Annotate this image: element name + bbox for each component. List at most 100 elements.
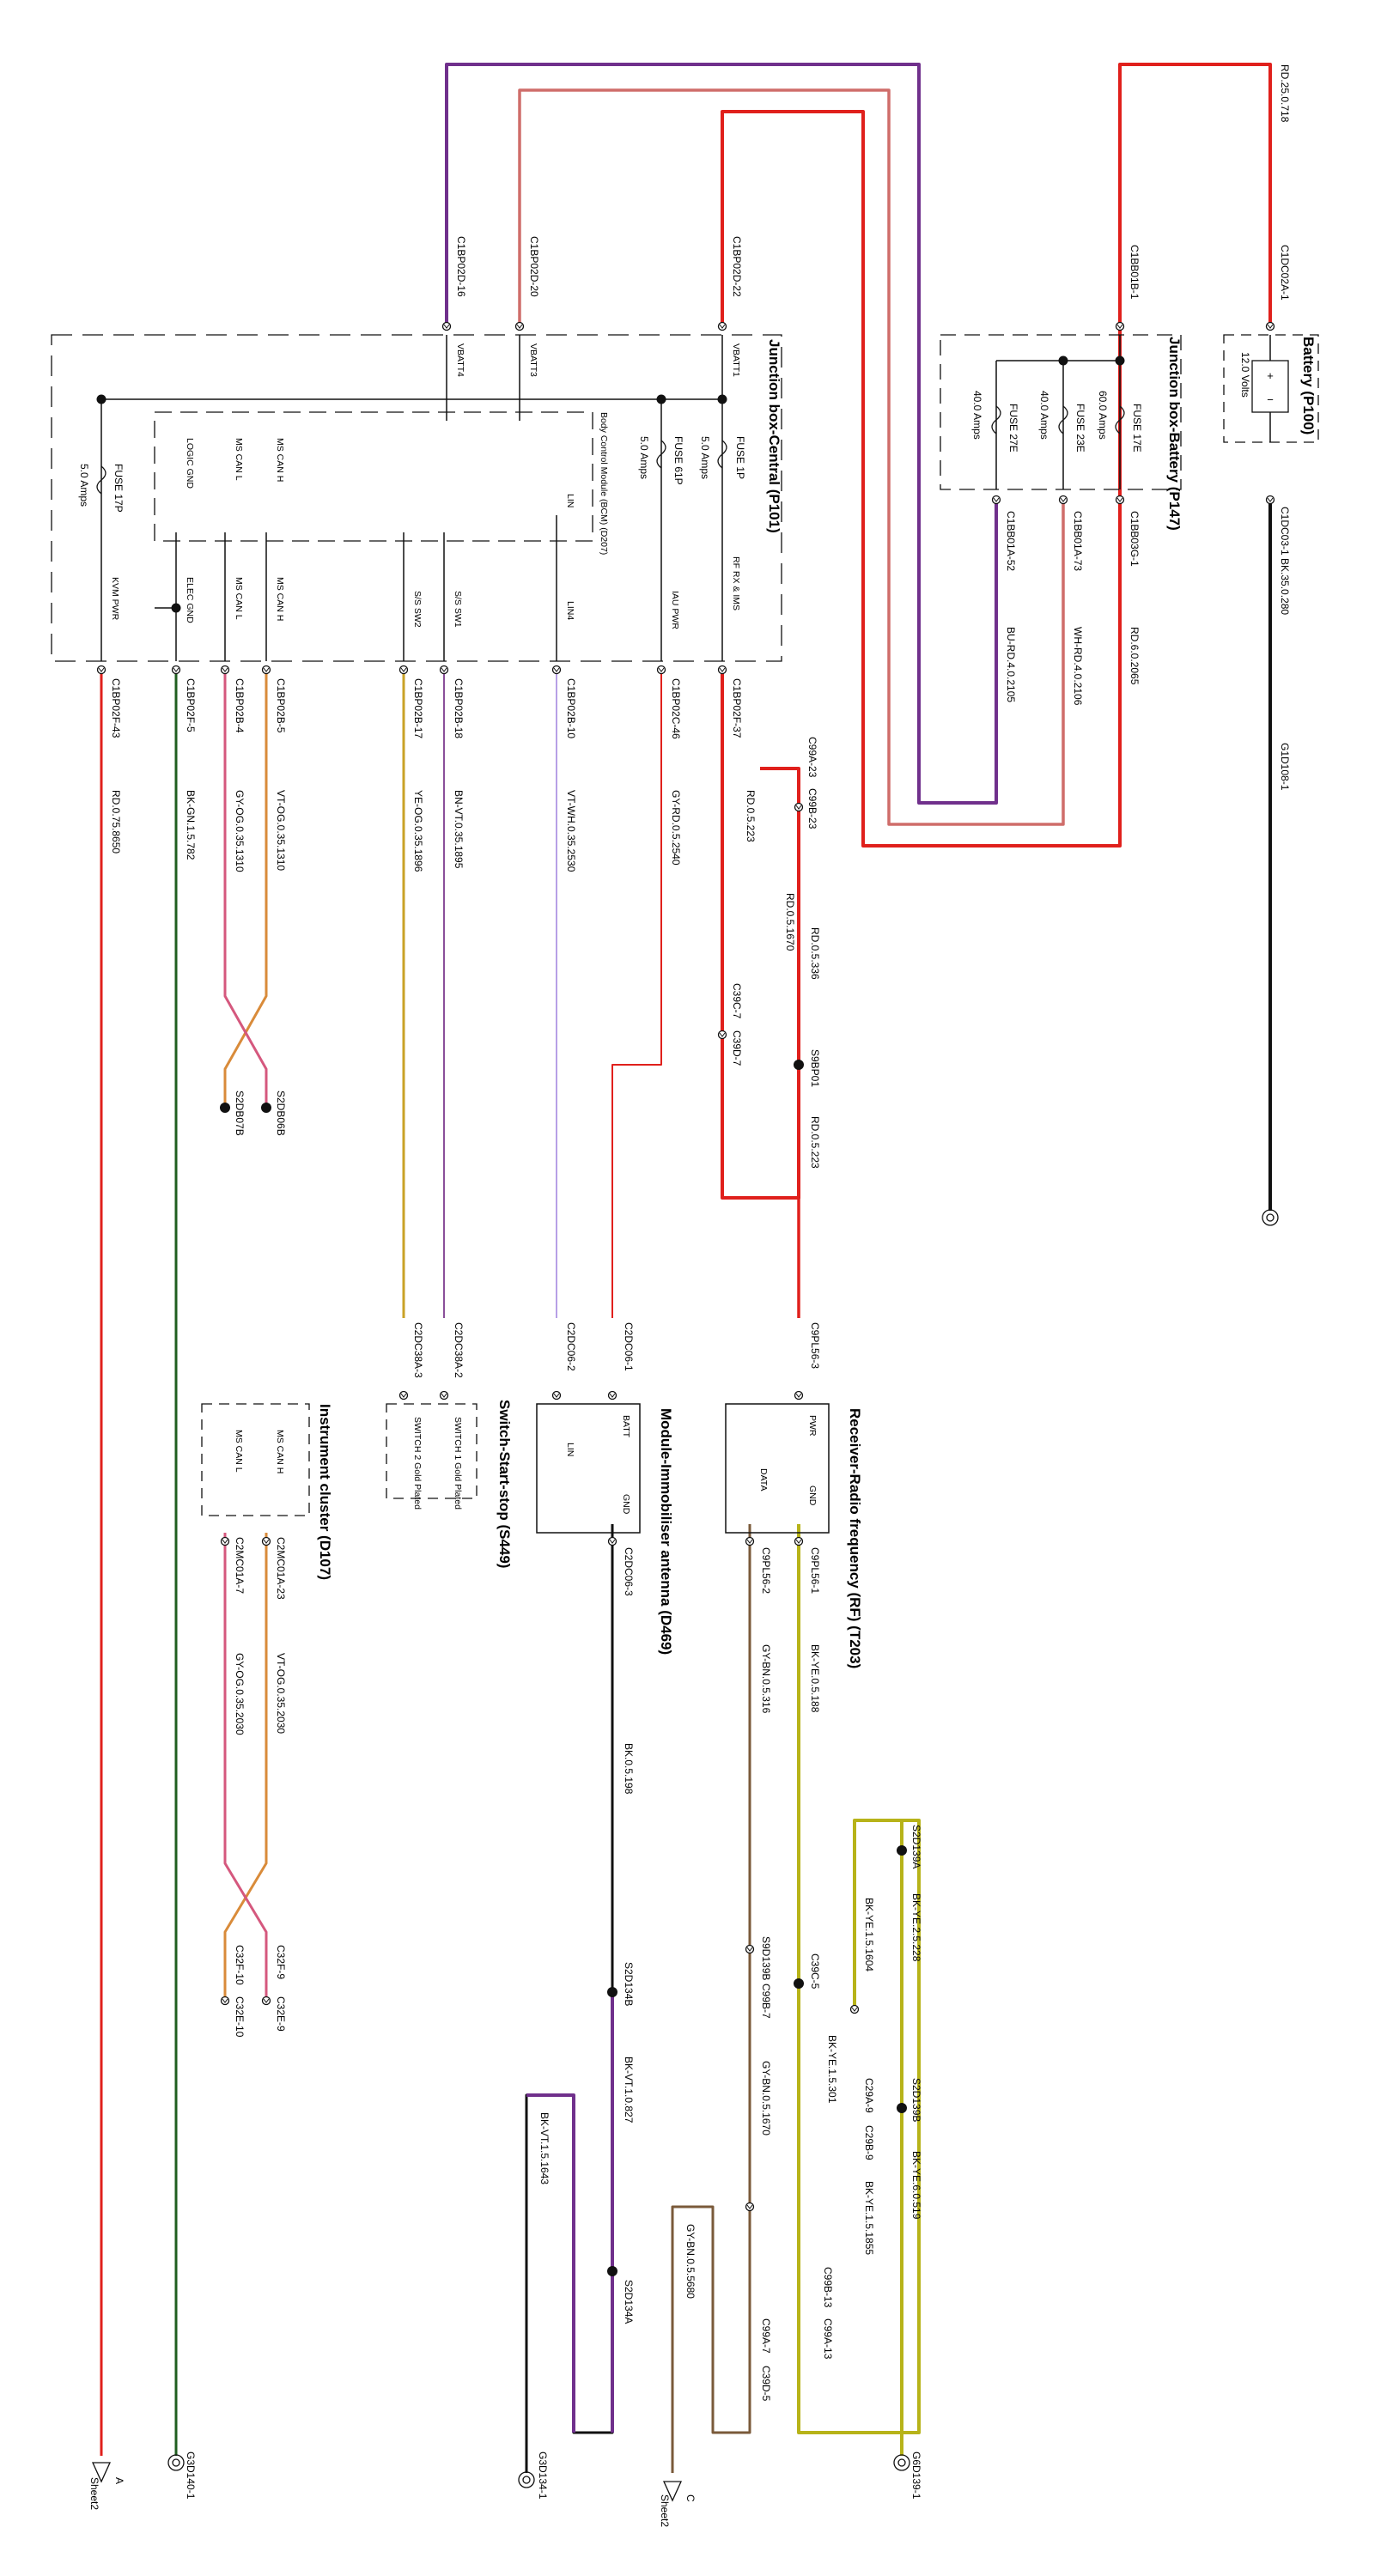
label-c2mc01a-7: C2MC01A-7 (234, 1537, 246, 1594)
label-c29a-9: C29A-9 (863, 2078, 875, 2113)
battery-icon: + − (1251, 360, 1289, 413)
fuse-1p-label: FUSE 1P (734, 436, 746, 479)
fuse-27e-icon (991, 405, 1001, 434)
label-s2d134a: S2D134A (623, 2280, 635, 2324)
fuse-symbols (96, 405, 1125, 495)
pin-kvm-pwr: KVM PWR (110, 577, 120, 621)
wire-rf-gnd (797, 1524, 921, 2434)
ground-icon (1262, 1209, 1279, 1226)
component-boxes (51, 334, 1319, 1534)
switch-title: Switch-Start-stop (S449) (496, 1400, 513, 1568)
pin-vbatt4: VBATT4 (455, 343, 465, 377)
cluster-pin-can-h: MS CAN H (275, 1430, 285, 1473)
rf-pin-pwr: PWR (807, 1415, 818, 1437)
label-c9pl56-3: C9PL56-3 (809, 1322, 821, 1369)
sheet-ref-c: C (684, 2494, 697, 2502)
label-c1bp02c-46: C1BP02C-46 (670, 678, 682, 739)
pin-elec-gnd: ELEC GND (185, 577, 195, 623)
label-c99b-7: S9D139B (760, 1936, 772, 1980)
wire-label: RD.6.0.2065 (1128, 627, 1141, 685)
pin-ss-sw1: S/S SW1 (453, 591, 463, 628)
jbb-box (940, 334, 1182, 490)
wire-label: BK.0.5.198 (623, 1743, 635, 1795)
ground-label: G3D140-1 (185, 2451, 197, 2500)
wire-iau-pwr (611, 670, 662, 1318)
bcm-pin-lin: LIN (565, 494, 575, 507)
label-c9pl56-1: C9PL56-1 (809, 1547, 821, 1594)
ground-icon (167, 2454, 185, 2471)
jbc-title: Junction box-Central (P101) (766, 339, 782, 533)
fuse-23e-rating: 40.0 Amps (1038, 391, 1050, 440)
wire-label: BK-YE.0.5.188 (809, 1644, 821, 1713)
fuse-1p-icon (717, 440, 727, 469)
label-s2db07b: S2DB07B (234, 1091, 246, 1136)
pin-ss-sw2: S/S SW2 (412, 591, 423, 628)
wire-label: GY-RD.0.5.2540 (670, 790, 682, 866)
cluster-pin-can-l: MS CAN L (234, 1430, 244, 1473)
wire-label: VT-OG.0.35.2030 (275, 1653, 287, 1734)
label-s9d139b: C39C-5 (809, 1953, 821, 1990)
pin-rf-rx: RF RX & IMS (731, 556, 741, 611)
ground-label: G3D134-1 (537, 2451, 549, 2500)
fuse-61p-icon (656, 440, 666, 469)
label-c1dc02a-1: C1DC02A-1 (1279, 245, 1291, 301)
label-c2dc38a-3: C2DC38A-3 (412, 1322, 424, 1378)
label-c1bp02d-22: C1BP02D-22 (731, 236, 743, 297)
label-c32f-9: C32F-9 (275, 1945, 287, 1979)
label-c99a-23: C99A-23 (806, 737, 818, 778)
ground-icon (893, 2454, 910, 2471)
rf-pin-gnd: GND (807, 1485, 818, 1506)
label-c1bb01a-52: C1BB01A-52 (1005, 511, 1017, 571)
label-c99b-13: C99B-13 (822, 2267, 834, 2308)
battery-title: Battery (P100) (1300, 337, 1317, 434)
fuse-61p-label: FUSE 61P (672, 436, 684, 485)
wire-can-l-top (223, 670, 268, 1108)
pin-vbatt3: VBATT3 (528, 343, 538, 377)
wire-pink-vbatt3 (518, 88, 1065, 826)
label-s2d139b: S2D139B (910, 2078, 922, 2122)
label-c1bp02b-18: C1BP02B-18 (453, 678, 465, 738)
label-c1bp02f-5: C1BP02F-5 (185, 678, 197, 732)
fuse-17p-label: FUSE 17P (113, 464, 125, 513)
junction-dots (96, 355, 1125, 2276)
cluster-title: Instrument cluster (D107) (317, 1404, 333, 1580)
label-c2dc06-1: C2DC06-1 (623, 1322, 635, 1371)
wire-cluster-can-h (223, 1533, 268, 2001)
label-c1bb01a-73: C1BB01A-73 (1072, 511, 1084, 571)
labels: C1DC02A-1 C1DC03-1 C1BB01B-1 C1BP02D-22 … (78, 64, 1317, 2527)
label-c39d-7: C39D-7 (731, 1030, 743, 1066)
jbb-title: Junction box-Battery (P147) (1166, 337, 1183, 531)
wire-label: RD.0.5.336 (809, 927, 821, 980)
bcm-label: Body Control Module (BCM) (D207) (599, 412, 609, 555)
wire-immo-gnd-vt (526, 1992, 614, 2433)
wire-label: BK-VT.1.5.1643 (538, 2112, 551, 2184)
cluster-box (201, 1403, 310, 1516)
sheet-ref-a: A (113, 2477, 125, 2484)
fuse-61p-rating: 5.0 Amps (638, 436, 650, 479)
internal-lines (100, 335, 1271, 661)
immo-box (536, 1403, 641, 1534)
rf-title: Receiver-Radio frequency (RF) (T203) (847, 1408, 863, 1668)
fuse-17e-rating: 60.0 Amps (1097, 391, 1109, 440)
label-c1bp02d-16: C1BP02D-16 (455, 236, 467, 297)
label-s2db06b: S2DB06B (275, 1091, 287, 1136)
bcm-pin-can-l: MS CAN L (234, 438, 244, 481)
wire-label: RD.25.0.718 (1279, 64, 1291, 123)
wire-label: BK-YE.1.5.1604 (863, 1898, 875, 1971)
fuse-27e-rating: 40.0 Amps (971, 391, 983, 440)
wire-label: YE-OG.0.35.1896 (412, 790, 424, 872)
label-c1bb01b-1: C1BB01B-1 (1128, 245, 1141, 300)
label-c2dc06-2: C2DC06-2 (565, 1322, 577, 1371)
label-c1dc03-1: C1DC03-1 (1279, 507, 1291, 556)
pin-markers (96, 321, 1275, 2212)
ground-label: G1D108-1 (1279, 743, 1291, 791)
wire-label: BK-YE.1.5.1855 (863, 2181, 875, 2255)
bcm-pin-can-h: MS CAN H (275, 438, 285, 482)
label-c99b-23: C99B-23 (806, 788, 818, 829)
pin-vbatt1: VBATT1 (731, 343, 741, 377)
jbc-box (51, 334, 782, 662)
svg-text:+: + (1267, 369, 1274, 382)
wire-label: GY-BN.0.5.1670 (760, 2061, 772, 2136)
wire-label: VT-WH.0.35.2530 (565, 790, 577, 872)
